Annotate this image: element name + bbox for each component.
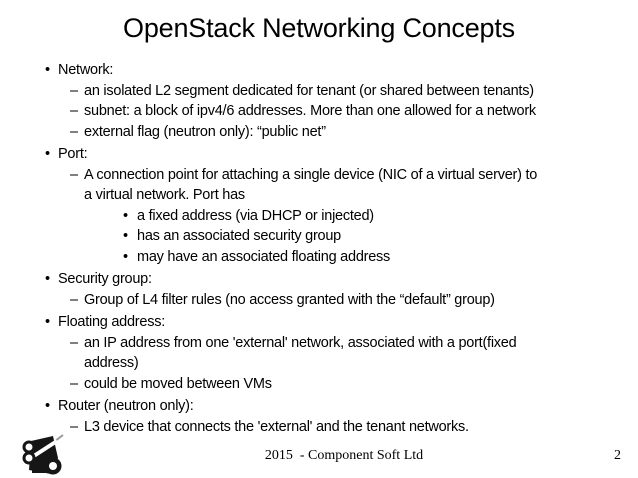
list-item-text: an IP address from one 'external' networ… [84,334,517,372]
list-item: –an IP address from one 'external' netwo… [0,333,638,374]
list-item-text: Group of L4 filter rules (no access gran… [84,291,495,308]
dash-bullet-glyph: – [70,82,78,99]
list-item-text: has an associated security group [137,228,341,244]
list-item-text: Port: [58,146,88,162]
list-item-text: could be moved between VMs [84,375,272,392]
bullet-list: •Network:–an isolated L2 segment dedicat… [0,44,638,437]
list-item-text: L3 device that connects the 'external' a… [84,418,469,435]
list-item-text: Router (neutron only): [58,398,194,414]
page-title: OpenStack Networking Concepts [123,13,515,43]
list-item-text: subnet: a block of ipv4/6 addresses. Mor… [84,103,536,119]
list-item-text: a fixed address (via DHCP or injected) [137,207,374,224]
list-item-text: Network: [58,62,114,78]
list-item: • Floating address: [0,312,638,333]
list-item: –could be moved between VMs [0,374,638,395]
list-item: –an isolated L2 segment dedicated for te… [0,81,638,102]
list-item: • may have an associated floating address [0,247,638,268]
list-item: • Port: [0,144,638,165]
dash-bullet-glyph: – [70,166,78,183]
dash-bullet-glyph: – [70,375,78,392]
list-item: • a fixed address (via DHCP or injected) [0,206,638,227]
dot-bullet-glyph: • [45,62,50,78]
list-item: • has an associated security group [0,226,638,247]
dot-bullet-glyph: • [123,248,128,265]
dot-bullet-glyph: • [45,398,50,414]
list-item: –Group of L4 filter rules (no access gra… [0,290,638,311]
component-soft-logo-icon [20,432,64,477]
list-item: –external flag (neutron only): “public n… [0,122,638,143]
list-item-text: may have an associated floating address [137,248,391,265]
list-item: • Security group: [0,269,638,290]
list-item-text: external flag (neutron only): “public ne… [84,123,326,140]
dot-bullet-glyph: • [123,207,128,224]
list-item-text: Security group: [58,271,152,287]
footer-credit: 2015 - Component Soft Ltd [264,448,424,463]
dash-bullet-glyph: – [70,291,78,308]
list-item: –subnet: a block of ipv4/6 addresses. Mo… [0,101,638,122]
dot-bullet-glyph: • [45,271,50,287]
dash-bullet-glyph: – [70,418,78,435]
list-item: –A connection point for attaching a sing… [0,165,638,206]
dash-bullet-glyph: – [70,334,78,351]
list-item: • Router (neutron only): [0,396,638,417]
dash-bullet-glyph: – [70,123,78,140]
list-item: –L3 device that connects the 'external' … [0,417,638,438]
dot-bullet-glyph: • [123,228,128,244]
dash-bullet-glyph: – [70,103,78,119]
dot-bullet-glyph: • [45,314,50,330]
dot-bullet-glyph: • [45,146,50,162]
list-item-text: A connection point for attaching a singl… [84,166,538,204]
list-item: • Network: [0,60,638,81]
list-item-text: an isolated L2 segment dedicated for ten… [84,82,534,99]
list-item-text: Floating address: [58,314,165,330]
page-number: 2 [614,448,621,463]
